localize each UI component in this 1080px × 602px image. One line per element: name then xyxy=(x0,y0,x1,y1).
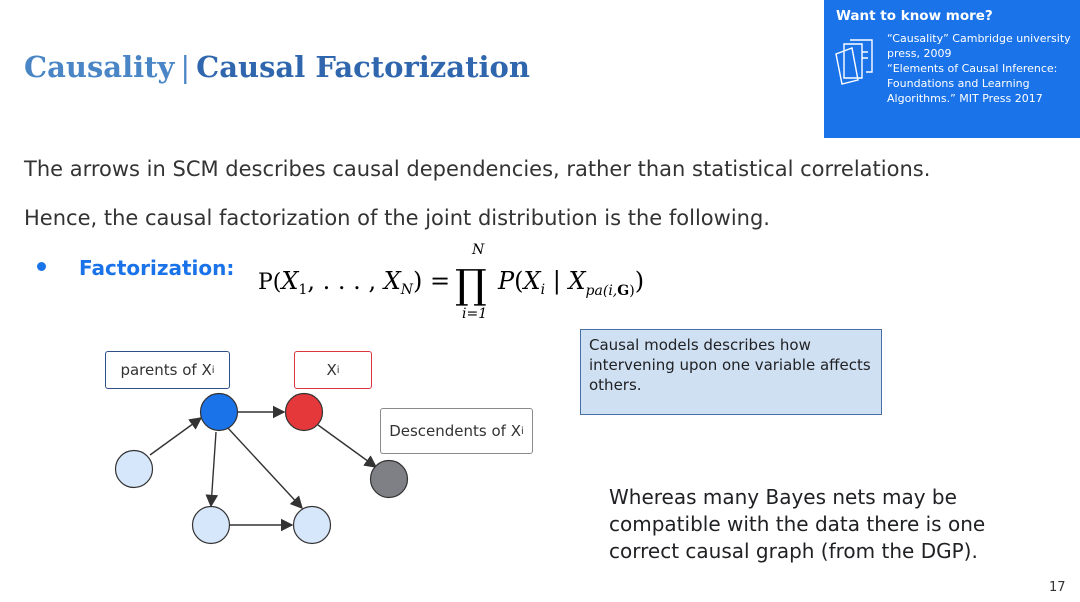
subscript: i xyxy=(521,425,524,437)
child-node-left xyxy=(191,505,231,545)
formula-lhs: P(X1, . . . , XN) = xyxy=(258,267,450,298)
xi-label-text: X xyxy=(326,361,337,379)
product-upper-limit: N xyxy=(471,242,485,258)
title-topic: Causality xyxy=(24,50,175,84)
factorization-label: Factorization: xyxy=(79,256,235,280)
slide-title: Causality|Causal Factorization xyxy=(24,50,530,84)
causal-graph xyxy=(114,392,409,545)
factorization-intro: Hence, the causal factorization of the j… xyxy=(24,206,770,230)
reference-item: “Elements of Causal Inference: Foundatio… xyxy=(887,62,1058,105)
parents-label-text: parents of X xyxy=(120,361,212,379)
product-lower-limit: i=1 xyxy=(462,306,487,322)
reference-list: “Causality” Cambridge university press, … xyxy=(887,31,1077,106)
title-subtopic: Causal Factorization xyxy=(196,50,530,84)
factorization-formula: P(X1, . . . , XN) = N ∏ i=1 P(Xi | Xpa(i… xyxy=(258,242,644,322)
subscript: i xyxy=(336,364,340,376)
bayes-nets-note: Whereas many Bayes nets may be compatibl… xyxy=(609,485,986,563)
formula-rhs: P(Xi | Xpa(i,G)) xyxy=(497,267,644,299)
descendant-node xyxy=(369,459,409,499)
child-node-right xyxy=(292,505,332,545)
further-reading-heading: Want to know more? xyxy=(836,8,993,24)
bullet-icon xyxy=(37,262,46,271)
edge-ancestor-to-parent xyxy=(149,417,203,456)
page-number: 17 xyxy=(1049,580,1066,595)
edge-parent-to-child-left xyxy=(205,431,219,508)
books-icon xyxy=(835,39,873,85)
further-reading-box: Want to know more? “Causality” Cambridge… xyxy=(824,0,1080,138)
parent-node xyxy=(199,392,239,432)
product-symbol: ∏ xyxy=(455,262,487,308)
edge-xi-to-descendant xyxy=(317,424,378,468)
edge-parent-to-child-right xyxy=(226,426,303,510)
scm-arrows-statement: The arrows in SCM describes causal depen… xyxy=(24,157,931,181)
title-separator: | xyxy=(180,50,191,84)
subscript: i xyxy=(211,364,215,376)
reference-item: “Causality” Cambridge university press, … xyxy=(887,32,1071,60)
xi-node xyxy=(284,392,324,432)
intervention-callout: Causal models describes how intervening … xyxy=(580,329,882,415)
ancestor-node xyxy=(114,449,154,489)
descendents-label-text: Descendents of X xyxy=(389,422,522,440)
